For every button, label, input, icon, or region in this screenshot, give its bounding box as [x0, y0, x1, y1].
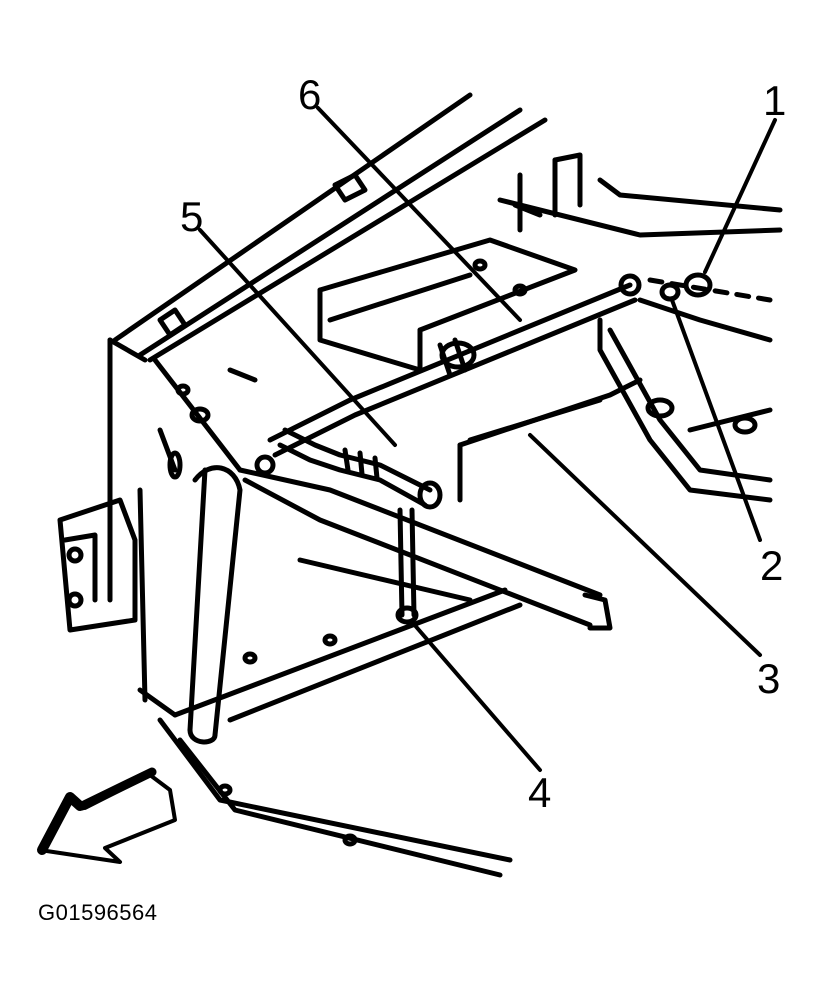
callout-1: 1: [763, 77, 787, 124]
leader-lines: [198, 106, 777, 772]
upper-frame-rails: [107, 92, 548, 603]
bolt-details: [157, 172, 543, 847]
left-bracket-panel: [57, 487, 178, 718]
lower-cross-members: [157, 557, 523, 878]
fasteners: [647, 272, 773, 303]
crossbar-beam: [237, 467, 613, 631]
hanger-rod: [395, 507, 419, 625]
callout-5: 5: [180, 193, 204, 240]
callout-2: 2: [760, 542, 784, 589]
mid-frame-beam: [457, 377, 643, 503]
right-bracket: [497, 152, 783, 503]
callout-3: 3: [757, 655, 781, 702]
cable-assembly: [254, 273, 642, 510]
front-arrow-icon: [37, 767, 177, 864]
deck-panel: [317, 237, 578, 373]
callout-4: 4: [528, 769, 552, 816]
figure-id-label: G01596564: [38, 900, 158, 925]
support-tube: [152, 357, 243, 745]
callout-6: 6: [298, 71, 322, 118]
